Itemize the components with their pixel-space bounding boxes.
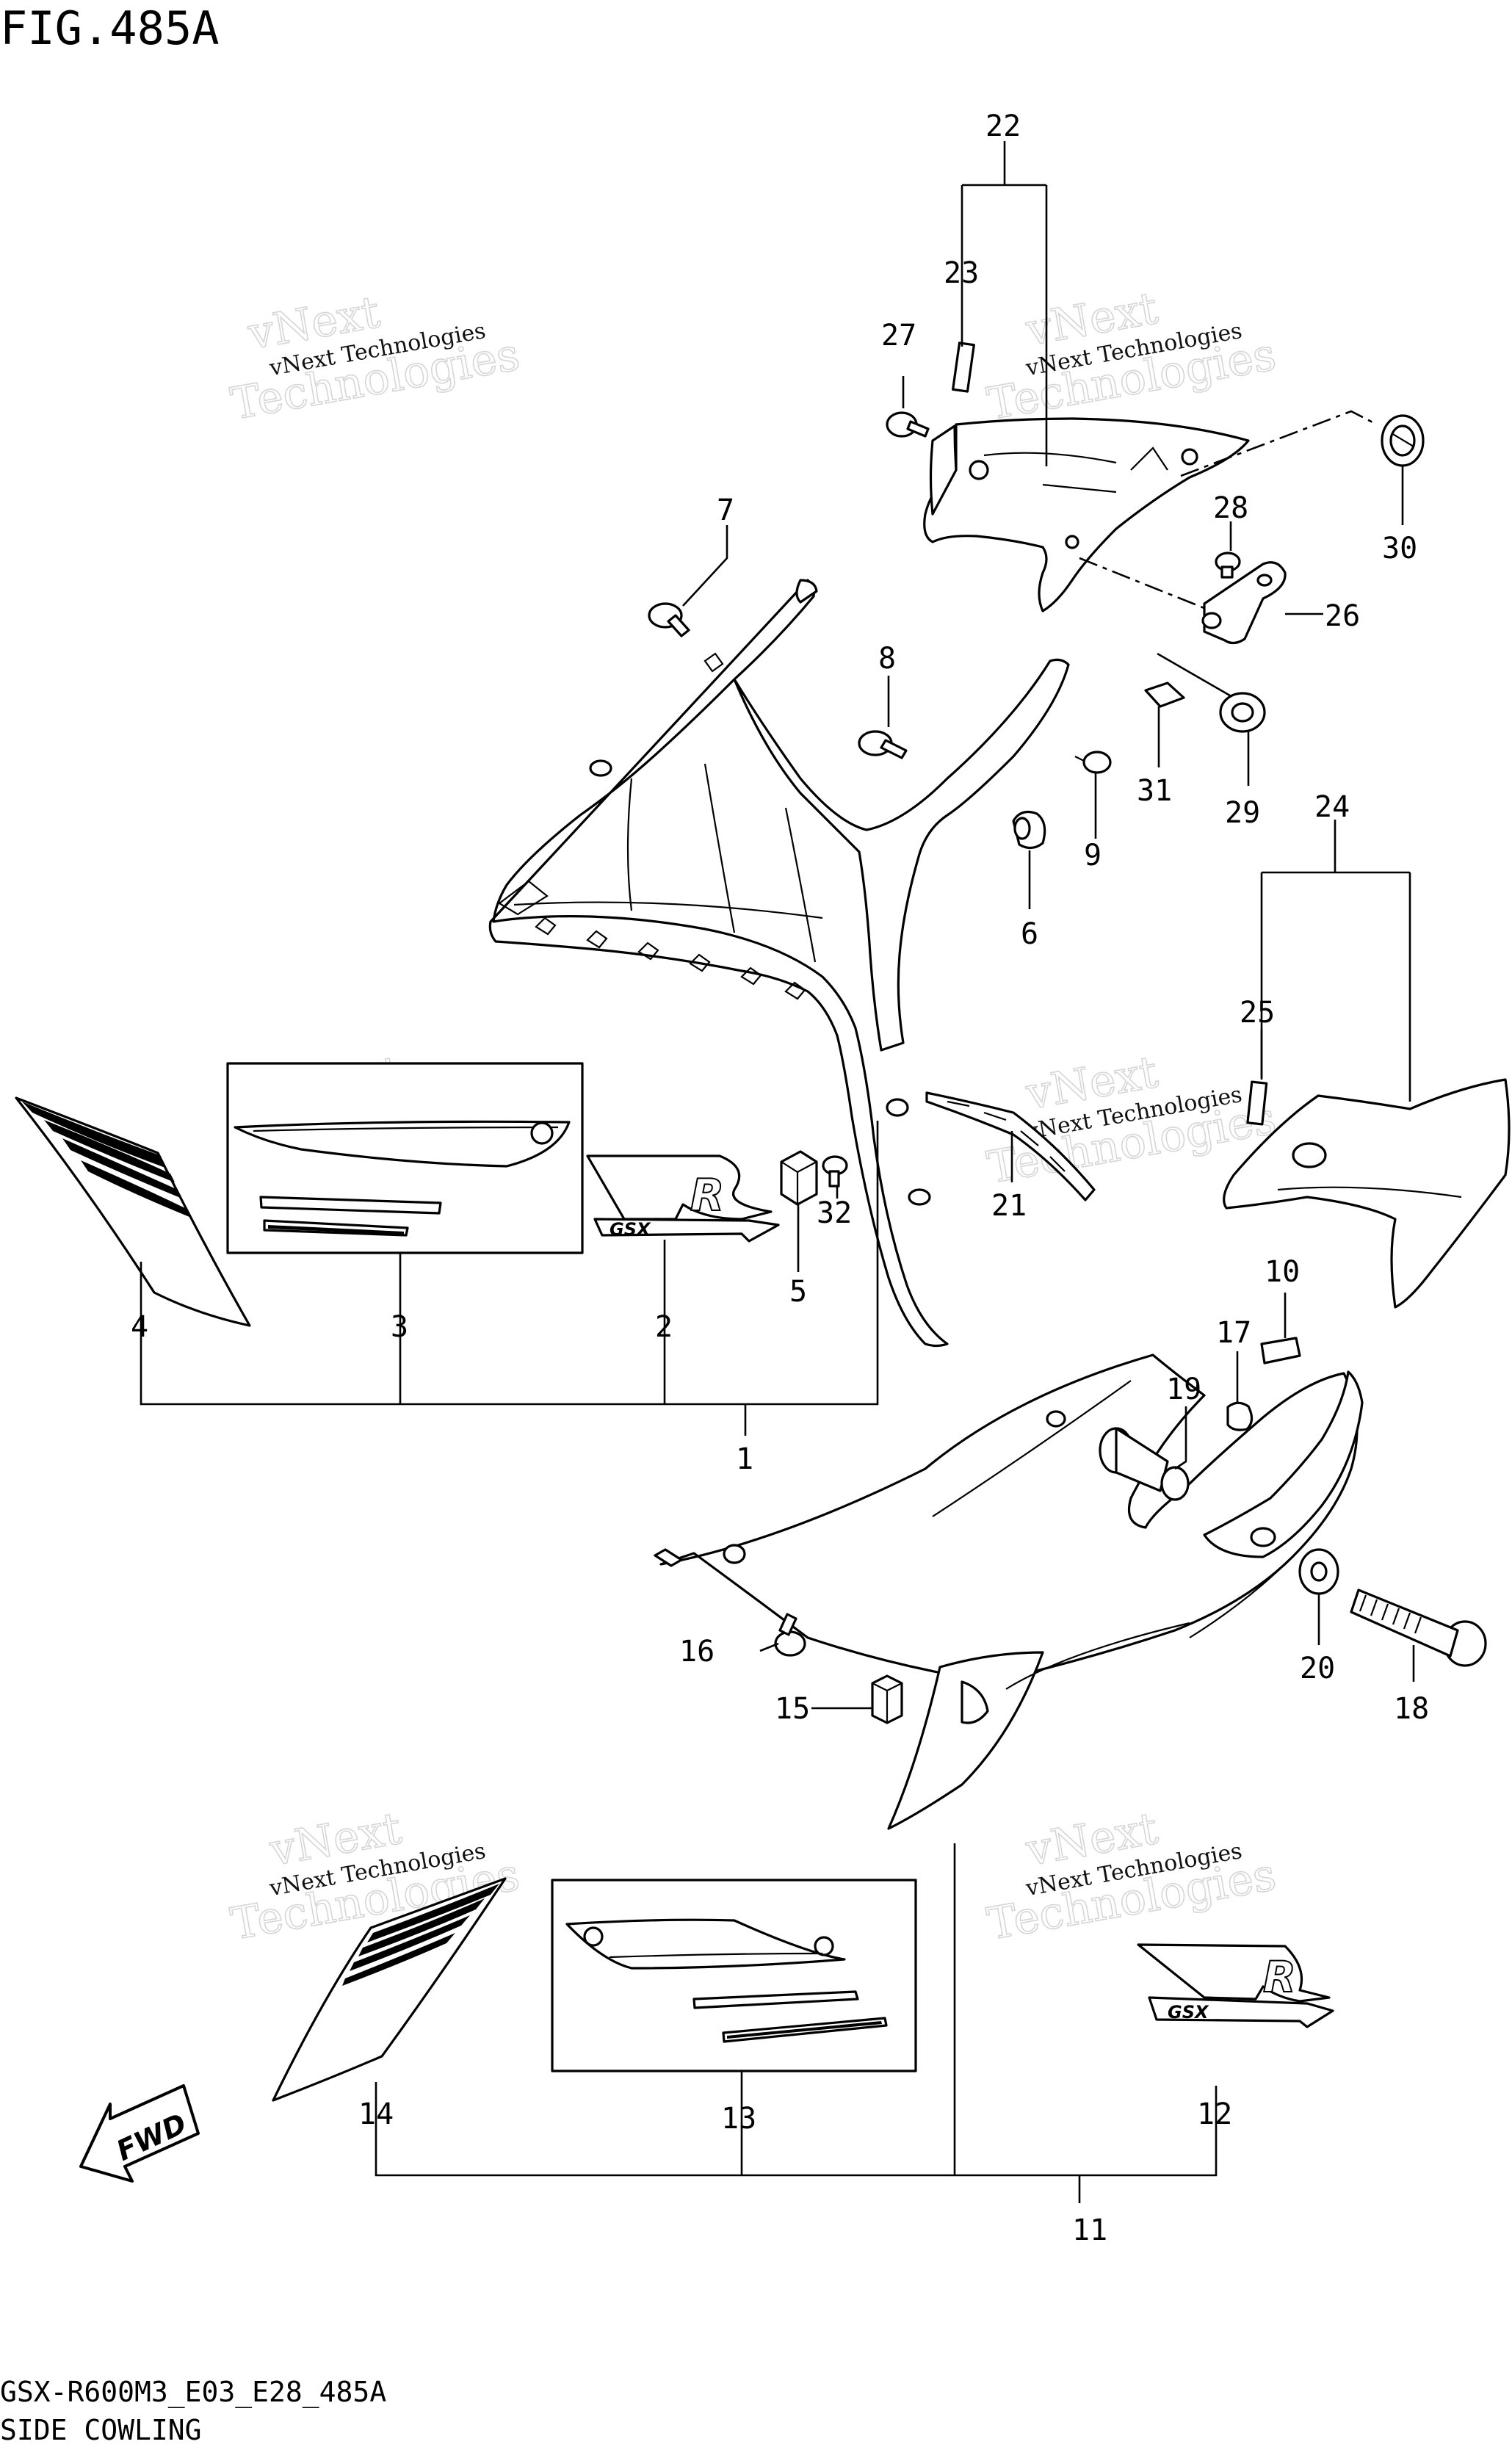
label-23 [952, 341, 975, 393]
callout-20: 20 [1300, 1652, 1335, 1685]
callout-labels: 22 23 27 7 28 30 26 8 31 29 9 24 6 25 21… [131, 109, 1429, 2247]
callout-1: 1 [736, 1442, 753, 1476]
callout-15: 15 [775, 1692, 810, 1726]
callout-7: 7 [717, 494, 734, 527]
svg-text:GSX: GSX [609, 1219, 651, 1240]
screw-8 [858, 730, 908, 759]
callout-22: 22 [985, 109, 1021, 143]
lower-side-cowling [654, 1353, 1364, 1830]
figure-title: FIG.485A [0, 1, 220, 55]
grommet-17 [1226, 1401, 1254, 1431]
callout-9: 9 [1084, 839, 1102, 872]
label-25 [1246, 1080, 1268, 1126]
callout-32: 32 [817, 1196, 852, 1230]
callout-2: 2 [655, 1310, 673, 1344]
upper-r-logo-decal: R GSX [586, 1154, 780, 1243]
callout-4: 4 [131, 1310, 148, 1344]
washer-20 [1298, 1548, 1339, 1595]
callout-31: 31 [1137, 774, 1172, 808]
fwd-arrow-icon: FWD [79, 2084, 200, 2183]
callout-5: 5 [789, 1275, 807, 1309]
watermark-top-right: vNext Technologies vNext Technologies [983, 282, 1280, 431]
lower-stripe-decal [272, 1877, 507, 2102]
inner-panel-22 [886, 341, 1425, 612]
svg-text:R: R [690, 1170, 724, 1221]
callout-10: 10 [1265, 1255, 1300, 1289]
diagram-caption: SIDE COWLING [0, 2414, 202, 2446]
callout-6: 6 [1021, 917, 1038, 951]
watermark-bottom-right: vNext Technologies vNext Technologies [983, 1802, 1280, 1951]
callout-30: 30 [1382, 532, 1417, 565]
callout-16: 16 [679, 1635, 715, 1669]
watermark-mid-right: vNext Technologies vNext Technologies [983, 1046, 1280, 1195]
callout-23: 23 [944, 256, 979, 290]
upper-side-cowling [488, 579, 1070, 1348]
screw-16 [774, 1613, 806, 1657]
screw-7 [648, 602, 690, 637]
svg-text:R: R [1263, 1952, 1296, 2002]
trim-strip-21 [925, 1091, 1096, 1201]
lower-trim-decal-set [551, 1879, 917, 2072]
clip-9 [1074, 751, 1112, 774]
callout-18: 18 [1394, 1692, 1429, 1726]
callout-29: 29 [1225, 796, 1260, 830]
callout-21: 21 [991, 1189, 1027, 1223]
callout-11: 11 [1072, 2213, 1107, 2247]
model-code: GSX-R600M3_E03_E28_485A [0, 2376, 386, 2409]
bolt-18 [1350, 1588, 1487, 1667]
bracket-26 [1157, 552, 1323, 699]
watermark-bottom-left: vNext Technologies vNext Technologies [226, 1802, 524, 1951]
callout-14: 14 [358, 2097, 394, 2131]
callout-13: 13 [721, 2102, 756, 2136]
inner-panel-24 [1223, 1078, 1511, 1309]
grommet-5 [780, 1150, 818, 1206]
callout-12: 12 [1197, 2097, 1232, 2131]
callout-28: 28 [1213, 491, 1248, 525]
callout-25: 25 [1240, 996, 1275, 1030]
collar-19 [1099, 1427, 1190, 1501]
screw-32 [822, 1155, 848, 1188]
grommet-29 [1219, 692, 1266, 733]
grommet-6 [1012, 811, 1046, 850]
upper-trim-decal-set [226, 1062, 584, 1254]
callout-27: 27 [881, 319, 916, 353]
callout-24: 24 [1314, 790, 1350, 824]
callout-8: 8 [878, 642, 896, 676]
lower-r-logo-decal: R GSX [1137, 1943, 1334, 2028]
callout-19: 19 [1166, 1373, 1201, 1406]
svg-text:GSX: GSX [1168, 2002, 1209, 2023]
upper-stripe-decal [15, 1096, 251, 1327]
label-10 [1260, 1337, 1301, 1365]
callout-26: 26 [1325, 599, 1360, 633]
clip-31 [1144, 682, 1185, 708]
callout-3: 3 [391, 1310, 408, 1344]
leader-lines [140, 141, 1415, 2203]
grommet-15 [871, 1674, 903, 1724]
callout-17: 17 [1216, 1316, 1251, 1350]
watermark-top-left: vNext Technologies vNext Technologies [226, 286, 524, 430]
